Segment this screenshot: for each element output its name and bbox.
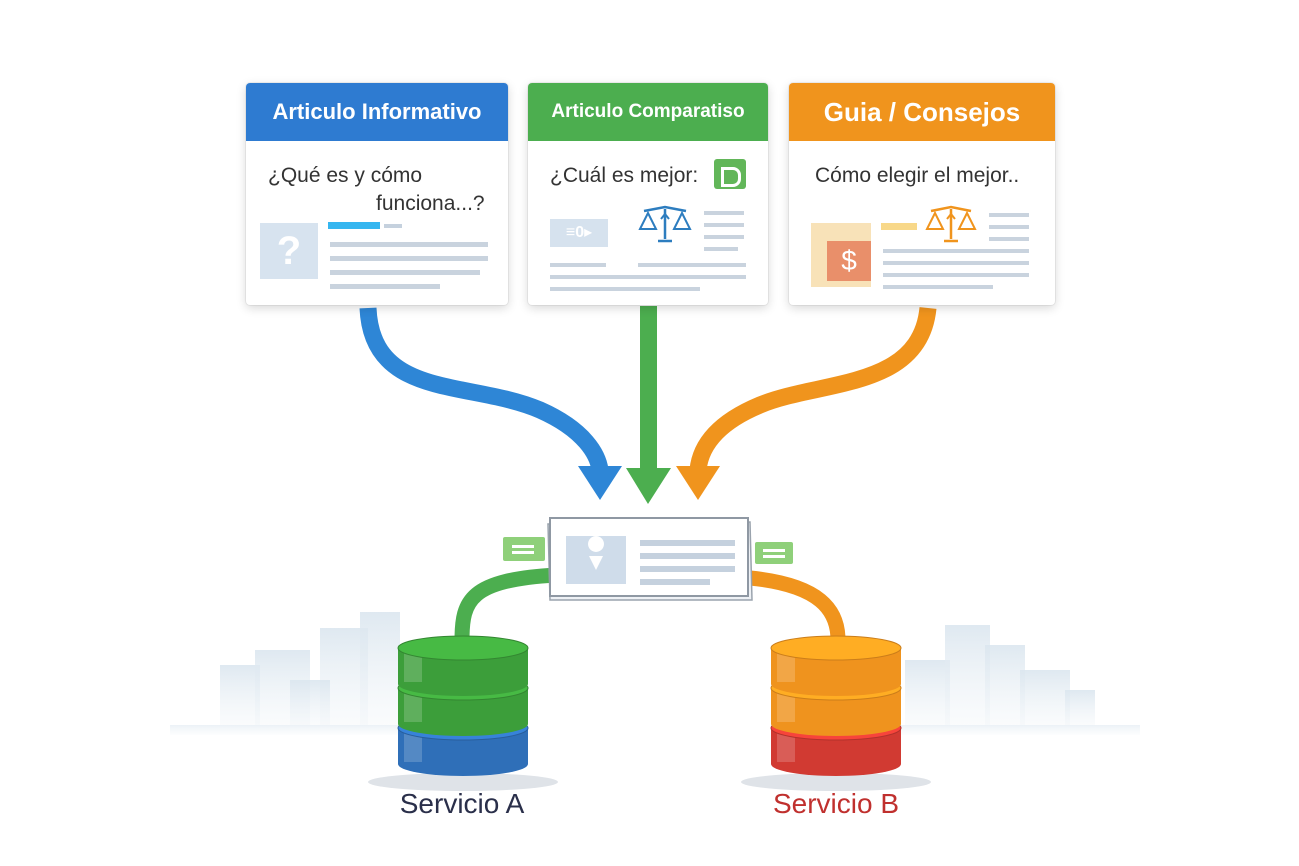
compare-badge-icon	[714, 159, 746, 189]
card-guia: Guia / Consejos Cómo elegir el mejor.. $	[789, 83, 1055, 305]
skyline-left	[170, 612, 420, 735]
tag-right	[755, 542, 793, 564]
database-highlight	[404, 732, 422, 762]
database-highlight	[777, 732, 795, 762]
card-guia-question: Cómo elegir el mejor..	[815, 164, 1020, 187]
database-layer	[771, 648, 901, 696]
text-line	[989, 213, 1029, 217]
database-layer	[771, 728, 901, 776]
scale-icon	[925, 205, 977, 243]
database-layer-top	[770, 635, 902, 661]
tag-left	[503, 537, 545, 561]
text-line	[550, 275, 746, 279]
card-comparativo-question: ¿Cuál es mejor:	[550, 164, 699, 187]
text-line	[883, 285, 993, 289]
text-line	[883, 273, 1029, 277]
service-a-label: Servicio A	[399, 788, 525, 819]
text-line	[638, 263, 746, 267]
database-a	[368, 635, 558, 791]
text-line	[330, 256, 488, 261]
database-shadow	[368, 773, 558, 791]
dollar-icon: $	[827, 241, 871, 281]
question-mark-icon: ?	[260, 223, 318, 279]
database-highlight	[404, 652, 422, 682]
database-highlight	[404, 692, 422, 722]
text-line	[989, 237, 1029, 241]
text-line	[704, 211, 744, 215]
arrow-informativo	[359, 307, 622, 500]
skyline-right	[880, 625, 1140, 735]
text-line	[384, 224, 402, 228]
service-b-label: Servicio B	[772, 788, 900, 819]
database-shadow	[741, 773, 931, 791]
database-layer-top	[397, 635, 529, 661]
card-comparativo-title: Articulo Comparatiso	[528, 83, 768, 141]
card-informativo-question-cont: funciona...?	[376, 192, 485, 215]
text-line	[989, 225, 1029, 229]
highlight-bar	[881, 223, 917, 230]
text-line	[550, 287, 700, 291]
database-layer	[771, 688, 901, 736]
database-highlight	[777, 692, 795, 722]
connector-b	[749, 570, 846, 641]
card-informativo-question: ¿Qué es y cómo	[268, 164, 423, 187]
text-line	[330, 242, 488, 247]
card-guia-title: Guia / Consejos	[789, 83, 1055, 141]
card-comparativo: Articulo Comparatiso ¿Cuál es mejor: ≡0▸	[528, 83, 768, 305]
database-layer	[398, 728, 528, 776]
arrow-comparativo	[626, 306, 671, 504]
card-informativo: Articulo Informativo ¿Qué es y cómo func…	[246, 83, 508, 305]
text-line	[883, 249, 1029, 253]
database-b	[741, 635, 931, 791]
card-informativo-title: Articulo Informativo	[246, 83, 508, 141]
database-highlight	[777, 652, 795, 682]
text-line	[550, 263, 606, 267]
text-line	[330, 284, 440, 289]
scale-icon	[638, 205, 692, 243]
hub-document	[547, 517, 753, 601]
text-line	[704, 223, 744, 227]
text-line	[704, 235, 744, 239]
text-line	[330, 270, 480, 275]
database-layer	[398, 688, 528, 736]
compare-tile: ≡0▸	[550, 219, 608, 247]
text-line	[883, 261, 1029, 265]
database-layer	[398, 648, 528, 696]
highlight-bar	[328, 222, 380, 229]
arrow-guia	[676, 306, 937, 500]
connector-a	[454, 567, 557, 641]
text-line	[704, 247, 738, 251]
